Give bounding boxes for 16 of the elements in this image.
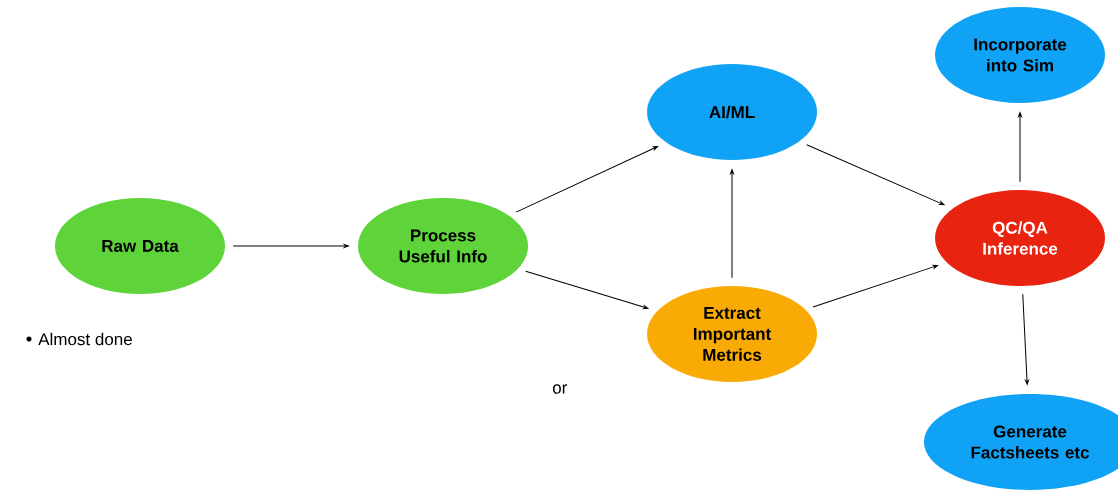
note: or: [552, 384, 568, 394]
arrow: [812, 264, 939, 308]
arrow: [525, 270, 649, 310]
ellipse-node: Process Useful Info: [358, 198, 528, 294]
arrow: [515, 146, 658, 213]
note: Almost done: [38, 332, 132, 346]
arrow: [806, 144, 945, 206]
arrow: [1018, 112, 1022, 183]
arrow: [730, 169, 734, 279]
ellipse-node: Incorporate into Sim: [935, 7, 1105, 103]
arrow: [1022, 293, 1029, 385]
arrow: [232, 244, 349, 248]
ellipse-node: QC/QA Inference: [935, 190, 1105, 286]
ellipse-node: AI/ML: [647, 64, 817, 160]
ellipse-node: Extract Important Metrics: [647, 286, 817, 382]
ellipse-node: Raw Data: [55, 198, 225, 294]
